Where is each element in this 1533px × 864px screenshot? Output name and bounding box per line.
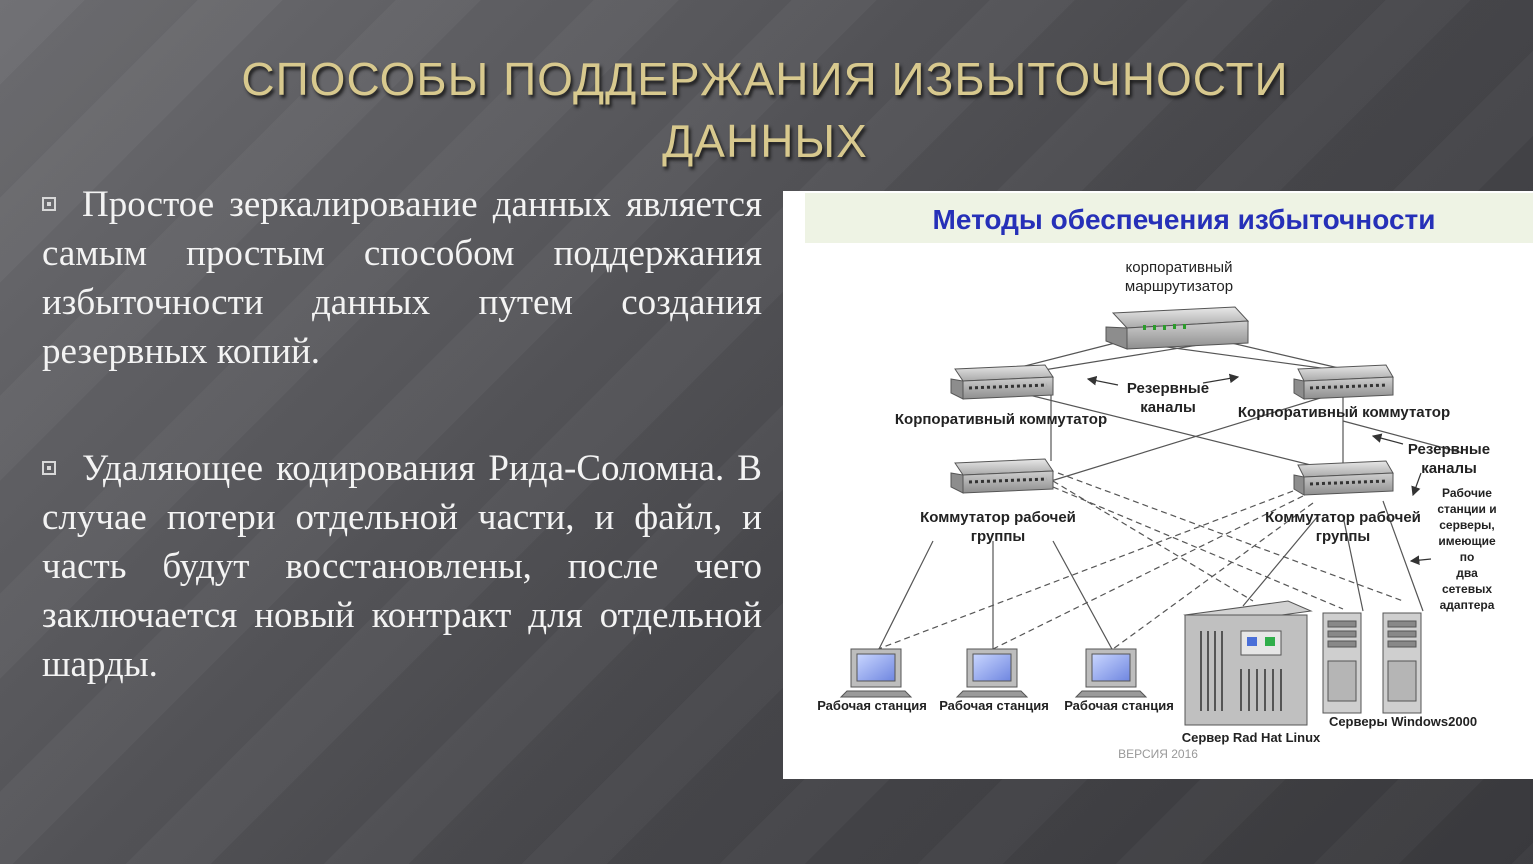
slide-title-line-2: ДАННЫХ xyxy=(662,115,868,167)
annotation-arrows xyxy=(1086,373,1432,565)
workstation-1-icon xyxy=(839,648,913,698)
note-line: адаптера xyxy=(1440,598,1495,612)
router-label-2: маршрутизатор xyxy=(1125,278,1233,295)
corporate-switch-right-label: Корпоративный коммутатор xyxy=(1238,404,1450,421)
workstation-3-label: Рабочая станция xyxy=(1064,698,1174,713)
workstation-2-icon xyxy=(955,648,1029,698)
bullet-square-icon xyxy=(42,461,56,475)
workstation-3-icon xyxy=(1074,648,1148,698)
note-line: два xyxy=(1456,566,1478,580)
corporate-switch-left-label: Корпоративный коммутатор xyxy=(895,411,1107,428)
backup-channels-center-2: каналы xyxy=(1140,399,1196,416)
slide-title-line-1: СПОСОБЫ ПОДДЕРЖАНИЯ ИЗБЫТОЧНОСТИ xyxy=(241,53,1289,105)
network-diagram: Методы обеспечения избыточности xyxy=(783,191,1533,779)
linux-server-label: Сервер Rad Hat Linux xyxy=(1182,730,1321,745)
corporate-switch-right-icon xyxy=(1293,364,1394,400)
workgroup-switch-left-icon xyxy=(950,458,1054,494)
slide-title: СПОСОБЫ ПОДДЕРЖАНИЯ ИЗБЫТОЧНОСТИ ДАННЫХ xyxy=(120,48,1410,172)
dual-adapter-note: Рабочие станции и серверы, имеющие по дв… xyxy=(1437,486,1496,612)
workstation-1-label: Рабочая станция xyxy=(817,698,927,713)
bullet-mirroring: Простое зеркалирование данных является с… xyxy=(42,180,762,376)
bullet-reed-solomon: Удаляющее кодирования Рида-Соломна. В сл… xyxy=(42,444,762,689)
workgroup-switch-right-icon xyxy=(1293,460,1394,496)
note-line: серверы, xyxy=(1439,518,1494,532)
linux-server-icon xyxy=(1183,600,1313,726)
note-line: сетевых xyxy=(1442,582,1492,596)
diagram-title: Методы обеспечения избыточности xyxy=(933,204,1436,235)
bullet-mirroring-text: Простое зеркалирование данных является с… xyxy=(42,184,762,372)
workgroup-switch-left-label-2: группы xyxy=(971,528,1026,545)
diagram-title-band xyxy=(805,193,1533,243)
note-line: станции и xyxy=(1437,502,1496,516)
note-line: Рабочие xyxy=(1442,486,1492,500)
windows-servers-label: Серверы Windows2000 xyxy=(1329,714,1477,729)
version-label: ВЕРСИЯ 2016 xyxy=(1118,747,1198,761)
workstation-2-label: Рабочая станция xyxy=(939,698,1049,713)
windows-server-2-icon xyxy=(1382,612,1422,714)
corporate-switch-left-icon xyxy=(950,364,1054,400)
dashed-links xyxy=(872,472,1404,652)
backup-channels-right-1: Резервные xyxy=(1408,441,1490,458)
backup-channels-right-2: каналы xyxy=(1421,460,1477,477)
router-icon xyxy=(1105,306,1250,350)
backup-channels-center-1: Резервные xyxy=(1127,380,1209,397)
workgroup-switch-right-label-1: Коммутатор рабочей xyxy=(1265,509,1421,526)
workgroup-switch-right-label-2: группы xyxy=(1316,528,1371,545)
bullet-reed-solomon-text: Удаляющее кодирования Рида-Соломна. В сл… xyxy=(42,448,762,685)
router-label-1: корпоративный xyxy=(1126,259,1233,276)
note-line: по xyxy=(1460,550,1475,564)
bullet-square-icon xyxy=(42,197,56,211)
note-line: имеющие xyxy=(1438,534,1496,548)
workgroup-switch-left-label-1: Коммутатор рабочей xyxy=(920,509,1076,526)
windows-server-1-icon xyxy=(1322,612,1362,714)
bullet-list: Простое зеркалирование данных является с… xyxy=(42,180,762,757)
solid-links xyxy=(877,340,1464,652)
